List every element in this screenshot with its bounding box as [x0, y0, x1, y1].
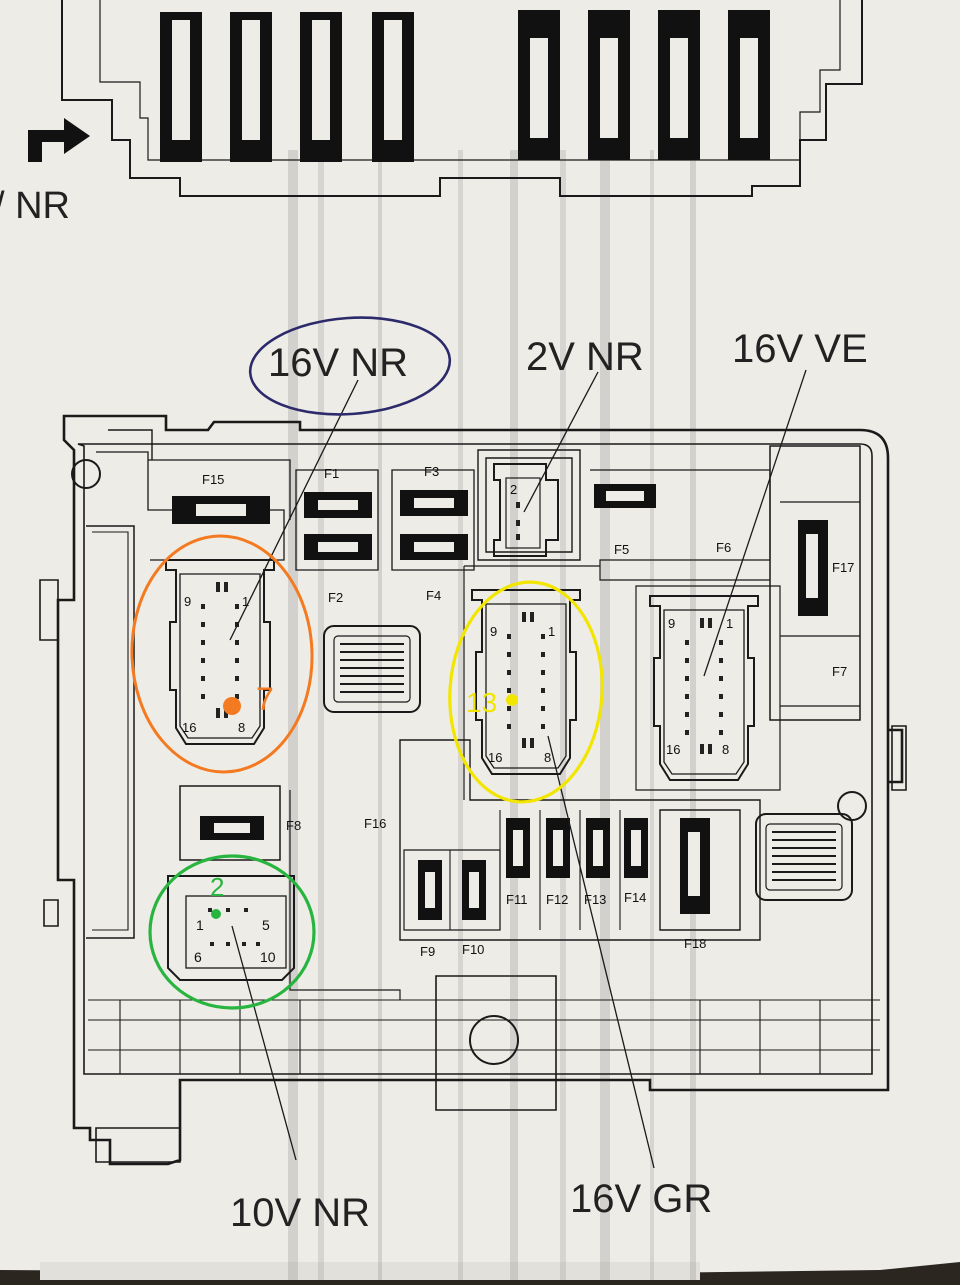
copy-streaks — [288, 150, 696, 1280]
fuse-label-f16: F16 — [364, 816, 386, 831]
top-fuse-box — [61, 0, 863, 197]
green-pin-label: 2 — [210, 872, 224, 902]
orange-pin-label: 7 — [256, 681, 274, 717]
label-16v-gr: 16V GR — [570, 1177, 712, 1221]
fuse-label-f1: F1 — [324, 466, 339, 481]
fuse-label-f18: F18 — [684, 936, 706, 951]
connector-labels: 16V NR 2V NR 16V VE 10V NR 16V GR — [230, 327, 868, 1235]
fuse-label-f11: F11 — [506, 892, 527, 907]
main-fuse-box-outline — [39, 414, 907, 1166]
fuse-label-f17: F17 — [832, 560, 854, 575]
fuse-label-f15: F15 — [202, 472, 224, 487]
mount-hole-right — [837, 791, 867, 821]
pin-label-8: 8 — [238, 720, 245, 735]
fuse-label-f7: F7 — [832, 664, 847, 679]
yellow-pin-label: 13 — [466, 687, 497, 718]
label-16v-ve: 16V VE — [732, 327, 868, 371]
relay-round — [469, 1015, 519, 1065]
pin-label-1: 1 — [196, 917, 204, 933]
navy-ellipse — [248, 316, 452, 416]
green-ellipse — [148, 854, 316, 1010]
fuse-label-f8: F8 — [286, 818, 301, 833]
green-pin-marker — [211, 909, 221, 919]
leader-lines — [229, 369, 807, 1169]
pin-label-2: 2 — [510, 482, 517, 497]
label-top-left: / NR — [0, 185, 70, 227]
paper-underlay — [40, 1262, 700, 1280]
connector-16-yellow: 9 1 16 8 — [471, 589, 581, 775]
fuse-label-f10: F10 — [462, 942, 484, 957]
fuse-label-f14: F14 — [624, 890, 646, 905]
fuse-label-f4: F4 — [426, 588, 441, 603]
fuse-label-f12: F12 — [546, 892, 568, 907]
mount-hole-left — [71, 459, 101, 489]
pin-label-16: 16 — [488, 750, 502, 765]
pin-label-16: 16 — [182, 720, 196, 735]
orange-ellipse — [130, 534, 314, 774]
connector-2-pin: 2 — [493, 463, 559, 557]
arrow-icon — [28, 118, 90, 162]
pin-label-9: 9 — [490, 624, 497, 639]
label-16v-nr: 16V NR — [268, 341, 408, 385]
fuse-label-f2: F2 — [328, 590, 343, 605]
fuse-label-f5: F5 — [614, 542, 629, 557]
pin-label-1: 1 — [242, 594, 249, 609]
top-fuse-slots — [160, 10, 770, 162]
yellow-ellipse — [448, 580, 604, 804]
fuse-label-f3: F3 — [424, 464, 439, 479]
label-2v-nr: 2V NR — [526, 335, 644, 379]
fuse-slots — [172, 484, 828, 920]
fuse-label-f9: F9 — [420, 944, 435, 959]
connector-10-green: 1 5 6 10 — [167, 875, 295, 981]
pin-label-1: 1 — [548, 624, 555, 639]
orange-pin-marker — [223, 697, 241, 715]
pin-label-6: 6 — [194, 949, 202, 965]
pin-label-5: 5 — [262, 917, 270, 933]
pin-label-8: 8 — [722, 742, 729, 757]
pin-label-1: 1 — [726, 616, 733, 631]
pin-label-9: 9 — [184, 594, 191, 609]
pin-label-8: 8 — [544, 750, 551, 765]
connector-16-orange: 9 1 16 8 — [165, 559, 275, 745]
fuse-labels: F15 F1 F3 F2 F4 F5 F6 F17 F7 F8 F16 F11 … — [202, 464, 854, 959]
connector-16-right: 9 1 16 8 — [649, 595, 759, 781]
label-10v-nr: 10V NR — [230, 1191, 370, 1235]
pin-label-10: 10 — [260, 949, 276, 965]
yellow-pin-marker — [506, 694, 518, 706]
fuse-label-f6: F6 — [716, 540, 731, 555]
pin-label-16: 16 — [666, 742, 680, 757]
pin-label-9: 9 — [668, 616, 675, 631]
